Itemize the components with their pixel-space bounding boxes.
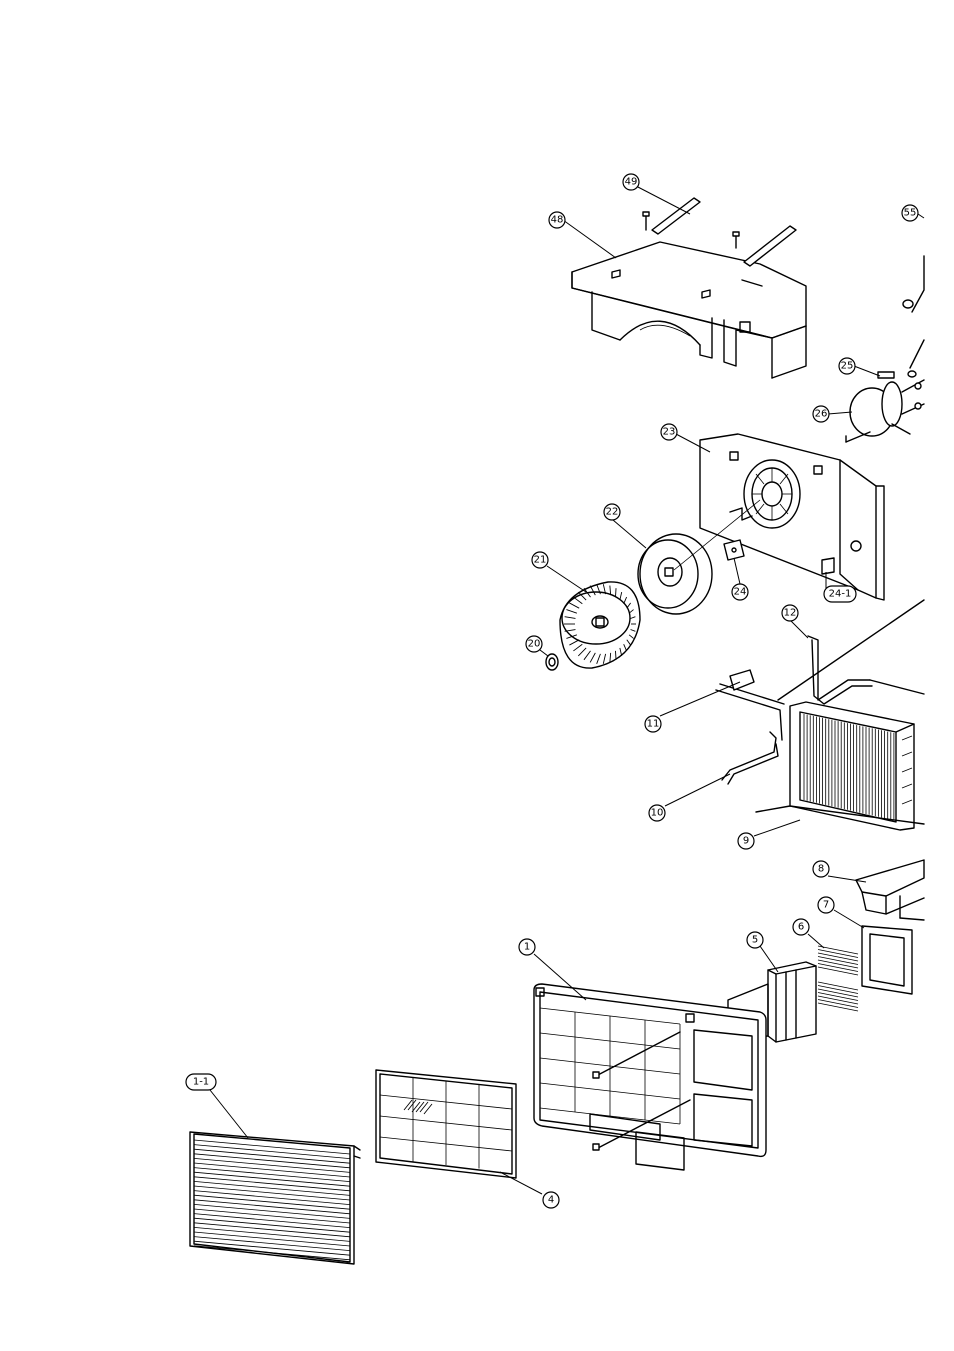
callout-48: 48 — [548, 211, 566, 229]
callout-49: 49 — [622, 173, 640, 191]
part-22-orifice-ring — [637, 499, 761, 615]
part-10-11-12-refrigerant-tubing — [715, 599, 925, 785]
part-24-bracket — [723, 539, 835, 575]
svg-text:1-1: 1-1 — [193, 1077, 209, 1088]
callout-25: 25 — [838, 357, 856, 375]
part-6-heater-coils — [817, 945, 859, 1012]
part-55-rod — [902, 255, 925, 378]
svg-text:21: 21 — [534, 555, 547, 566]
callout-24: 24 — [731, 583, 749, 601]
callout-1-1: 1-1 — [185, 1073, 217, 1091]
callout-24-1: 24-1 — [823, 585, 857, 603]
svg-text:5: 5 — [752, 935, 758, 946]
part-48-top-cover — [571, 241, 807, 379]
callout-6: 6 — [792, 918, 810, 936]
svg-text:48: 48 — [551, 215, 564, 226]
svg-text:7: 7 — [823, 900, 829, 911]
svg-text:4: 4 — [548, 1195, 554, 1206]
part-4-filter — [375, 1069, 517, 1179]
part-1-front-panel — [533, 983, 767, 1171]
part-9-evaporator-coil — [755, 701, 925, 831]
part-21-blower-wheel — [559, 581, 641, 669]
callout-21: 21 — [531, 551, 549, 569]
callout-5: 5 — [746, 931, 764, 949]
callout-1: 1 — [518, 938, 536, 956]
svg-text:23: 23 — [663, 427, 676, 438]
callout-7: 7 — [817, 896, 835, 914]
svg-text:24: 24 — [734, 587, 747, 598]
svg-text:26: 26 — [815, 409, 828, 420]
callout-10: 10 — [648, 804, 666, 822]
part-49-brackets — [642, 197, 797, 267]
svg-text:6: 6 — [798, 922, 804, 933]
svg-text:25: 25 — [841, 361, 854, 372]
svg-text:9: 9 — [743, 836, 749, 847]
part-8-drain-pan — [855, 859, 925, 921]
callout-11: 11 — [644, 715, 662, 733]
part-23-fan-housing — [699, 433, 885, 601]
svg-text:1: 1 — [524, 942, 530, 953]
svg-text:49: 49 — [625, 177, 638, 188]
part-26-fan-motor — [845, 371, 925, 443]
callout-22: 22 — [603, 503, 621, 521]
svg-text:22: 22 — [606, 507, 619, 518]
callout-8: 8 — [812, 860, 830, 878]
callout-55: 55 — [901, 204, 919, 222]
callout-20: 20 — [525, 635, 543, 653]
svg-text:11: 11 — [647, 719, 660, 730]
part-1-1-front-grille — [189, 1131, 361, 1265]
part-7-frame — [861, 925, 913, 995]
part-20-clip — [545, 653, 559, 671]
leader-lines — [209, 185, 925, 1195]
svg-text:12: 12 — [784, 608, 797, 619]
svg-text:8: 8 — [818, 864, 824, 875]
svg-text:20: 20 — [528, 639, 541, 650]
callout-12: 12 — [781, 604, 799, 622]
callout-9: 9 — [737, 832, 755, 850]
callout-4: 4 — [542, 1191, 560, 1209]
svg-text:55: 55 — [904, 208, 917, 219]
svg-text:10: 10 — [651, 808, 664, 819]
svg-text:24-1: 24-1 — [829, 589, 852, 600]
callout-23: 23 — [660, 423, 678, 441]
callout-26: 26 — [812, 405, 830, 423]
